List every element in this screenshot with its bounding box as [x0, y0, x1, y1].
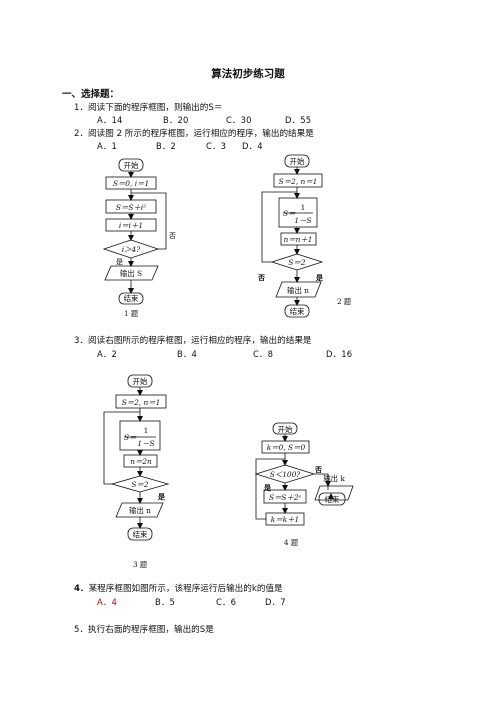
fig2-init-label: S＝2, n＝1: [279, 177, 318, 186]
flowchart-1: [102, 158, 167, 305]
fig4-end-node: [318, 492, 346, 506]
fig1-yes-label: 是: [116, 258, 123, 266]
fig4-init-box: [261, 440, 310, 454]
fig3-cond-label: S＝2: [131, 480, 148, 489]
q4-text: 4．某程序框图如图所示，该程序运行后输出的k的值是: [74, 582, 283, 594]
fig1-output-box: [104, 265, 159, 281]
q4-option-a: A．4: [97, 597, 118, 607]
q2-option-d: D．4: [242, 141, 263, 151]
fig3-caption: 3 题: [133, 560, 147, 569]
flowchart-4: [254, 422, 354, 526]
q4-option-b: B．5: [155, 597, 176, 607]
fig3-end-node: [127, 527, 153, 541]
q1-option-d: D．55: [285, 115, 312, 125]
fig1-inc-label: i＝i＋1: [119, 221, 143, 230]
fig3-output-box: [115, 502, 164, 518]
fig2-caption: 2 题: [337, 297, 351, 306]
q2-option-b: B．2: [156, 141, 177, 151]
fig2-cond-label: S＝2: [288, 258, 305, 267]
fig4-cond-label: S＜100?: [270, 470, 301, 479]
fig3-inc-label: n＝2n: [130, 457, 152, 466]
fig1-output-label: 输出 S: [120, 269, 142, 278]
q4-option-c: C．6: [216, 597, 237, 607]
fig3-init-label: S＝2, n＝1: [122, 398, 161, 407]
fig2-slhs-label: S＝: [283, 209, 296, 218]
fig4-inc-label: k＝k＋1: [271, 515, 299, 524]
page-title: 算法初步练习题: [211, 68, 285, 80]
q5-text: 5．执行右面的程序框图，输出的S是: [74, 625, 214, 635]
fig2-end-node: [284, 304, 310, 318]
fig1-body-label: S＝S＋i²: [116, 203, 146, 212]
q4-stem: 某程序框图如图所示，该程序运行后输出的k的值是: [88, 584, 283, 594]
flowchart-2: [261, 154, 324, 318]
q1-text: 1．阅读下面的程序框图，则输出的S＝: [74, 103, 223, 113]
fig4-init-label: k＝0, S＝0: [267, 443, 306, 452]
fig1-end-label: 结束: [124, 294, 139, 303]
fig2-inc-label: n＝n＋1: [283, 235, 312, 244]
fig3-slhs-label: S＝: [124, 433, 137, 442]
fig3-num-label: 1: [144, 426, 149, 435]
fig3-yes-label: 是: [157, 492, 166, 501]
fig3-init-box: [115, 394, 167, 409]
fig2-start-label: 开始: [290, 157, 305, 166]
q1-option-c: C．30: [226, 115, 252, 125]
q3-option-b: B．4: [177, 349, 198, 359]
fig2-yes-label: 是: [315, 273, 324, 282]
fig1-cond-label: i＞4?: [122, 245, 140, 254]
fig2-no-label: 否: [257, 273, 265, 282]
q4-number: 4．: [74, 584, 89, 594]
fig3-start-label: 开始: [133, 377, 148, 386]
q1-option-a: A．14: [97, 115, 123, 125]
fig2-inc-box: [280, 232, 317, 246]
fig2-num-label: 1: [301, 203, 306, 212]
fig4-start-label: 开始: [278, 425, 293, 434]
fig4-output-box: [314, 485, 354, 501]
q2-option-a: A．1: [97, 141, 118, 151]
fig2-init-box: [273, 173, 323, 188]
fig2-den-label: 1－S: [294, 216, 311, 225]
fig3-end-label: 结束: [133, 530, 148, 539]
fig1-init-label: S＝0, i＝1: [113, 179, 149, 188]
q1-option-b: B．20: [163, 115, 189, 125]
fig4-end-label: 结束: [325, 495, 340, 504]
q3-text: 3．阅读右图所示的程序框图，运行相应的程序，输出的结果是: [74, 336, 312, 346]
q3-option-c: C．8: [253, 349, 274, 359]
q3-option-a: A．2: [97, 349, 118, 359]
fig3-inc-box: [123, 454, 158, 468]
fig1-start-label: 开始: [124, 161, 139, 170]
fig4-no-label: 否: [314, 465, 322, 474]
fig2-output-label: 输出 n: [287, 286, 309, 295]
q3-option-d: D．16: [326, 349, 353, 359]
q4-option-d: D．7: [265, 597, 286, 607]
fig2-assign-box: [278, 197, 318, 228]
fig1-no-label: 否: [169, 232, 176, 240]
fig4-caption: 4 题: [284, 538, 298, 547]
fig4-output-label: 输出 k: [323, 474, 345, 483]
fig2-output-box: [275, 281, 322, 298]
fig4-yes-label: 是: [263, 483, 272, 492]
fig4-body-label: S＝S＋2ˢ: [269, 493, 302, 502]
q2-text: 2．阅读图 2 所示的程序框图，运行相应的程序，输出的结果是: [74, 129, 314, 139]
flowchart-3: [103, 374, 170, 541]
section-heading: 一、选择题：: [62, 89, 120, 100]
fig1-end-node: [118, 292, 144, 305]
q2-option-c: C．3: [206, 141, 227, 151]
fig1-caption: 1 题: [124, 309, 138, 318]
fig3-output-label: 输出 n: [129, 506, 151, 515]
fig2-end-label: 结束: [290, 307, 305, 316]
fig3-den-label: 1－S: [137, 439, 154, 448]
